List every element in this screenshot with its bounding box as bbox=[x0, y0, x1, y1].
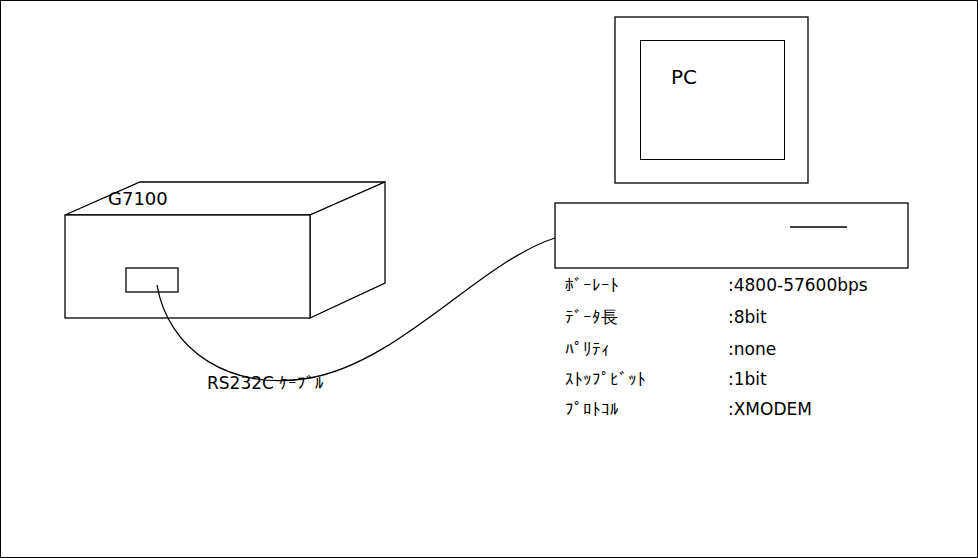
monitor bbox=[615, 17, 808, 183]
setting-name: ﾌﾟﾛﾄｺﾙ bbox=[565, 399, 619, 419]
pc-base bbox=[555, 203, 908, 268]
setting-value: :none bbox=[728, 339, 776, 359]
drive-slot bbox=[790, 226, 847, 227]
setting-name: ｽﾄｯﾌﾟﾋﾞｯﾄ bbox=[565, 369, 646, 389]
device-label-area: G7100 bbox=[65, 182, 385, 318]
rs232c-cable bbox=[157, 238, 555, 381]
cable-label: RS232C ｹｰﾌﾞﾙ bbox=[207, 373, 324, 393]
setting-value: :1bit bbox=[728, 369, 767, 389]
device-box bbox=[65, 182, 385, 318]
pc-screen: PC bbox=[640, 40, 785, 160]
pc-label: PC bbox=[671, 65, 697, 89]
device-name: G7100 bbox=[108, 188, 168, 210]
setting-name: ﾊﾟﾘﾃｨ bbox=[565, 339, 610, 359]
setting-value: :XMODEM bbox=[728, 399, 812, 419]
pc-illustration bbox=[555, 17, 908, 268]
setting-name: ﾃﾞｰﾀ長 bbox=[565, 307, 618, 327]
serial-port bbox=[126, 268, 178, 292]
setting-value: :4800-57600bps bbox=[728, 275, 868, 295]
setting-name: ﾎﾞｰﾚｰﾄ bbox=[565, 275, 619, 295]
setting-value: :8bit bbox=[728, 307, 767, 327]
